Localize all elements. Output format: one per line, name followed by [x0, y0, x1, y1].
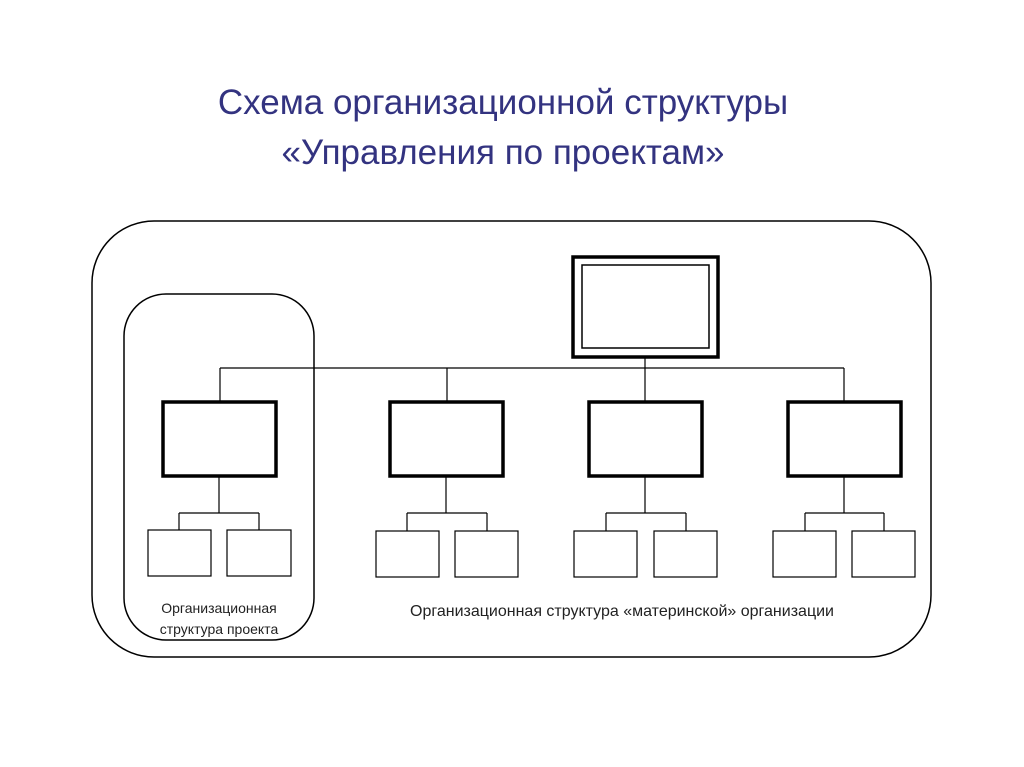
- project-structure-label: Организационная структура проекта: [126, 598, 312, 640]
- department-box-4: [786, 400, 903, 478]
- unit-box-3b: [653, 530, 718, 578]
- unit-box-2b: [454, 530, 519, 578]
- unit-boxes: [147, 529, 916, 578]
- unit-box-4a: [772, 530, 837, 578]
- parent-organization-frame: [91, 220, 932, 658]
- unit-box-1a: [147, 529, 212, 577]
- unit-box-1b: [226, 529, 292, 577]
- unit-box-4b: [851, 530, 916, 578]
- parent-structure-label: Организационная структура «материнской» …: [410, 603, 834, 620]
- diagram-title-line-2: «Управления по проектам»: [281, 133, 725, 172]
- top-manager-box: [571, 255, 720, 359]
- project-structure-label-line-2: структура проекта: [159, 621, 279, 637]
- project-structure-label-line-1: Организационная: [161, 600, 277, 616]
- unit-box-3a: [573, 530, 638, 578]
- department-box-2: [388, 400, 505, 478]
- level-1-connectors: [219, 357, 845, 402]
- department-box-3: [587, 400, 704, 478]
- diagram-title: Схема организационной структуры «Управле…: [0, 78, 1006, 178]
- diagram-title-line-1: Схема организационной структуры: [217, 83, 789, 122]
- department-box-1: [161, 400, 278, 478]
- level-2-connectors: [178, 476, 885, 531]
- unit-box-2a: [375, 530, 440, 578]
- project-structure-frame: [123, 293, 315, 641]
